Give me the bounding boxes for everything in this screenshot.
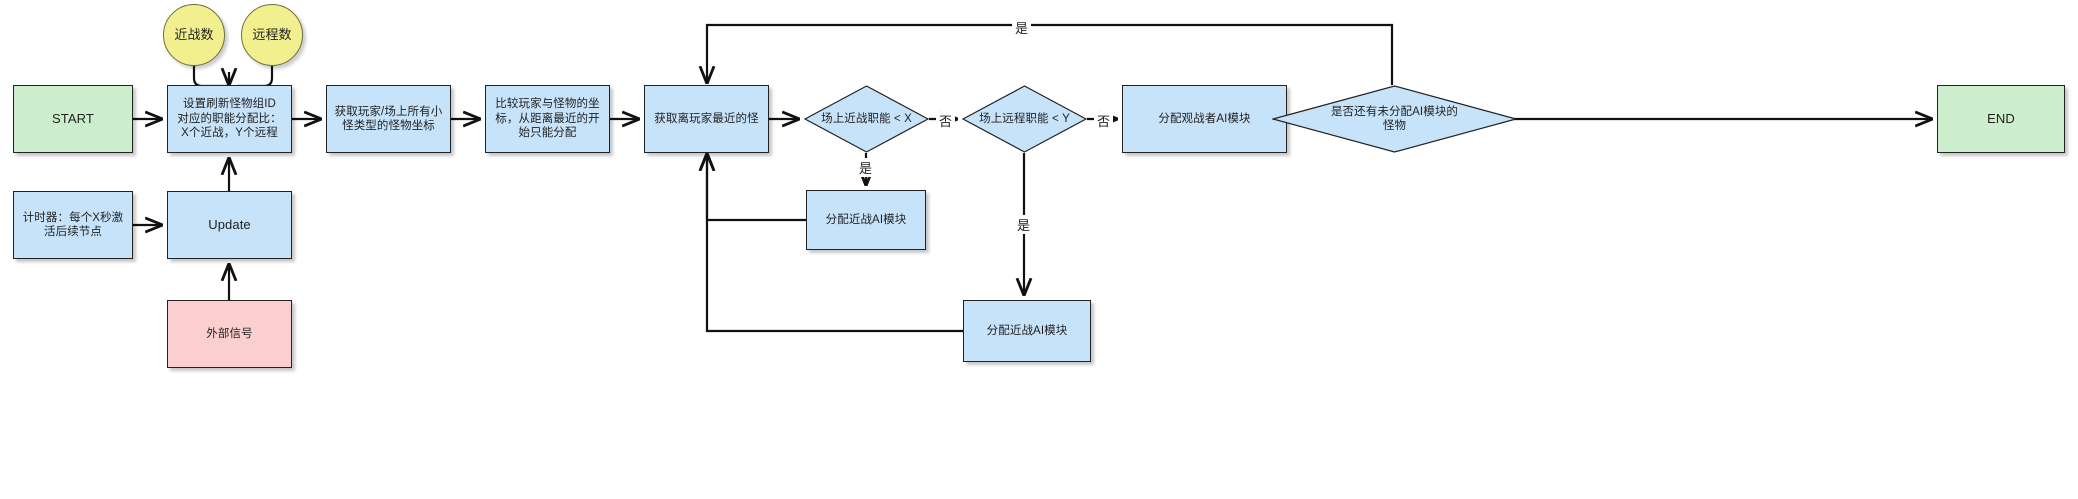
node-label: 外部信号 xyxy=(206,327,253,340)
node-assign-melee-ai[interactable]: 分配近战AI模块 xyxy=(806,190,926,250)
edge-label-no-ranged: 否 xyxy=(1094,111,1114,130)
node-label: Update xyxy=(208,216,251,232)
node-label: 分配观战者AI模块 xyxy=(1158,112,1251,125)
node-label: 分配近战AI模块 xyxy=(986,324,1068,337)
input-ranged-count[interactable]: 远程数 xyxy=(241,4,303,66)
node-label: 近战数 xyxy=(174,26,214,42)
node-label: 计时器：每个X秒激活后续节点 xyxy=(22,211,124,238)
diamond-shape xyxy=(962,85,1087,153)
node-compare-coords[interactable]: 比较玩家与怪物的坐标，从距离最近的开始只能分配 xyxy=(485,85,610,153)
node-label: END xyxy=(1987,110,2015,126)
node-start[interactable]: START xyxy=(13,85,133,153)
node-assign-melee-ai-secondary[interactable]: 分配近战AI模块 xyxy=(963,300,1091,362)
node-label: 场上远程职能 < Y xyxy=(979,112,1070,125)
diamond-shape xyxy=(1272,85,1517,153)
edge-label-yes-melee: 是 xyxy=(856,158,876,177)
node-get-nearest-monster[interactable]: 获取离玩家最近的怪 xyxy=(644,85,769,153)
node-label: START xyxy=(52,110,94,126)
node-label: 获取离玩家最近的怪 xyxy=(654,112,759,125)
node-label: 设置刷新怪物组ID 对应的职能分配比： X个近战，Y个远程 xyxy=(177,98,282,140)
node-update[interactable]: Update xyxy=(167,191,292,259)
node-external-signal[interactable]: 外部信号 xyxy=(167,300,292,368)
node-label: 场上近战职能 < X xyxy=(821,112,912,125)
node-set-spawn-ratio[interactable]: 设置刷新怪物组ID 对应的职能分配比： X个近战，Y个远程 xyxy=(167,85,292,153)
node-end[interactable]: END xyxy=(1937,85,2065,153)
node-timer[interactable]: 计时器：每个X秒激活后续节点 xyxy=(13,191,133,259)
decision-ranged-count-check[interactable]: 场上远程职能 < Y xyxy=(962,85,1087,153)
node-label: 获取玩家/场上所有小怪类型的怪物坐标 xyxy=(334,105,443,132)
edge-label-yes-ranged: 是 xyxy=(1014,215,1034,234)
node-get-monster-coords[interactable]: 获取玩家/场上所有小怪类型的怪物坐标 xyxy=(326,85,451,153)
diamond-shape xyxy=(804,85,929,153)
edge-label-text: 是 xyxy=(1015,21,1029,36)
edge-label-no-melee: 否 xyxy=(936,111,956,130)
edge-label-text: 否 xyxy=(939,114,953,129)
node-assign-observer-ai[interactable]: 分配观战者AI模块 xyxy=(1122,85,1287,153)
edge-label-text: 是 xyxy=(1017,218,1031,233)
edge-label-yes-loop-top: 是 xyxy=(1012,18,1032,37)
edge-label-text: 否 xyxy=(1097,114,1111,129)
node-label: 分配近战AI模块 xyxy=(825,213,907,226)
decision-melee-count-check[interactable]: 场上近战职能 < X xyxy=(804,85,929,153)
edge-label-text: 是 xyxy=(859,161,873,176)
node-label: 是否还有未分配AI模块的怪物 xyxy=(1330,105,1459,132)
input-melee-count[interactable]: 近战数 xyxy=(163,4,225,66)
node-label: 远程数 xyxy=(252,26,292,42)
decision-more-unassigned-monsters[interactable]: 是否还有未分配AI模块的怪物 xyxy=(1272,85,1517,153)
node-label: 比较玩家与怪物的坐标，从距离最近的开始只能分配 xyxy=(495,98,600,140)
